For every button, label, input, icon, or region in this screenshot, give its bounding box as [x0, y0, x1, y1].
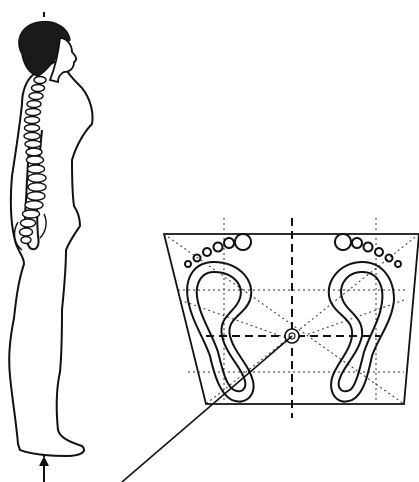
- body-outline: [9, 60, 92, 456]
- up-arrow-icon: [39, 456, 49, 482]
- foot-pressure-platform: [122, 218, 419, 482]
- standing-figure: [9, 12, 92, 482]
